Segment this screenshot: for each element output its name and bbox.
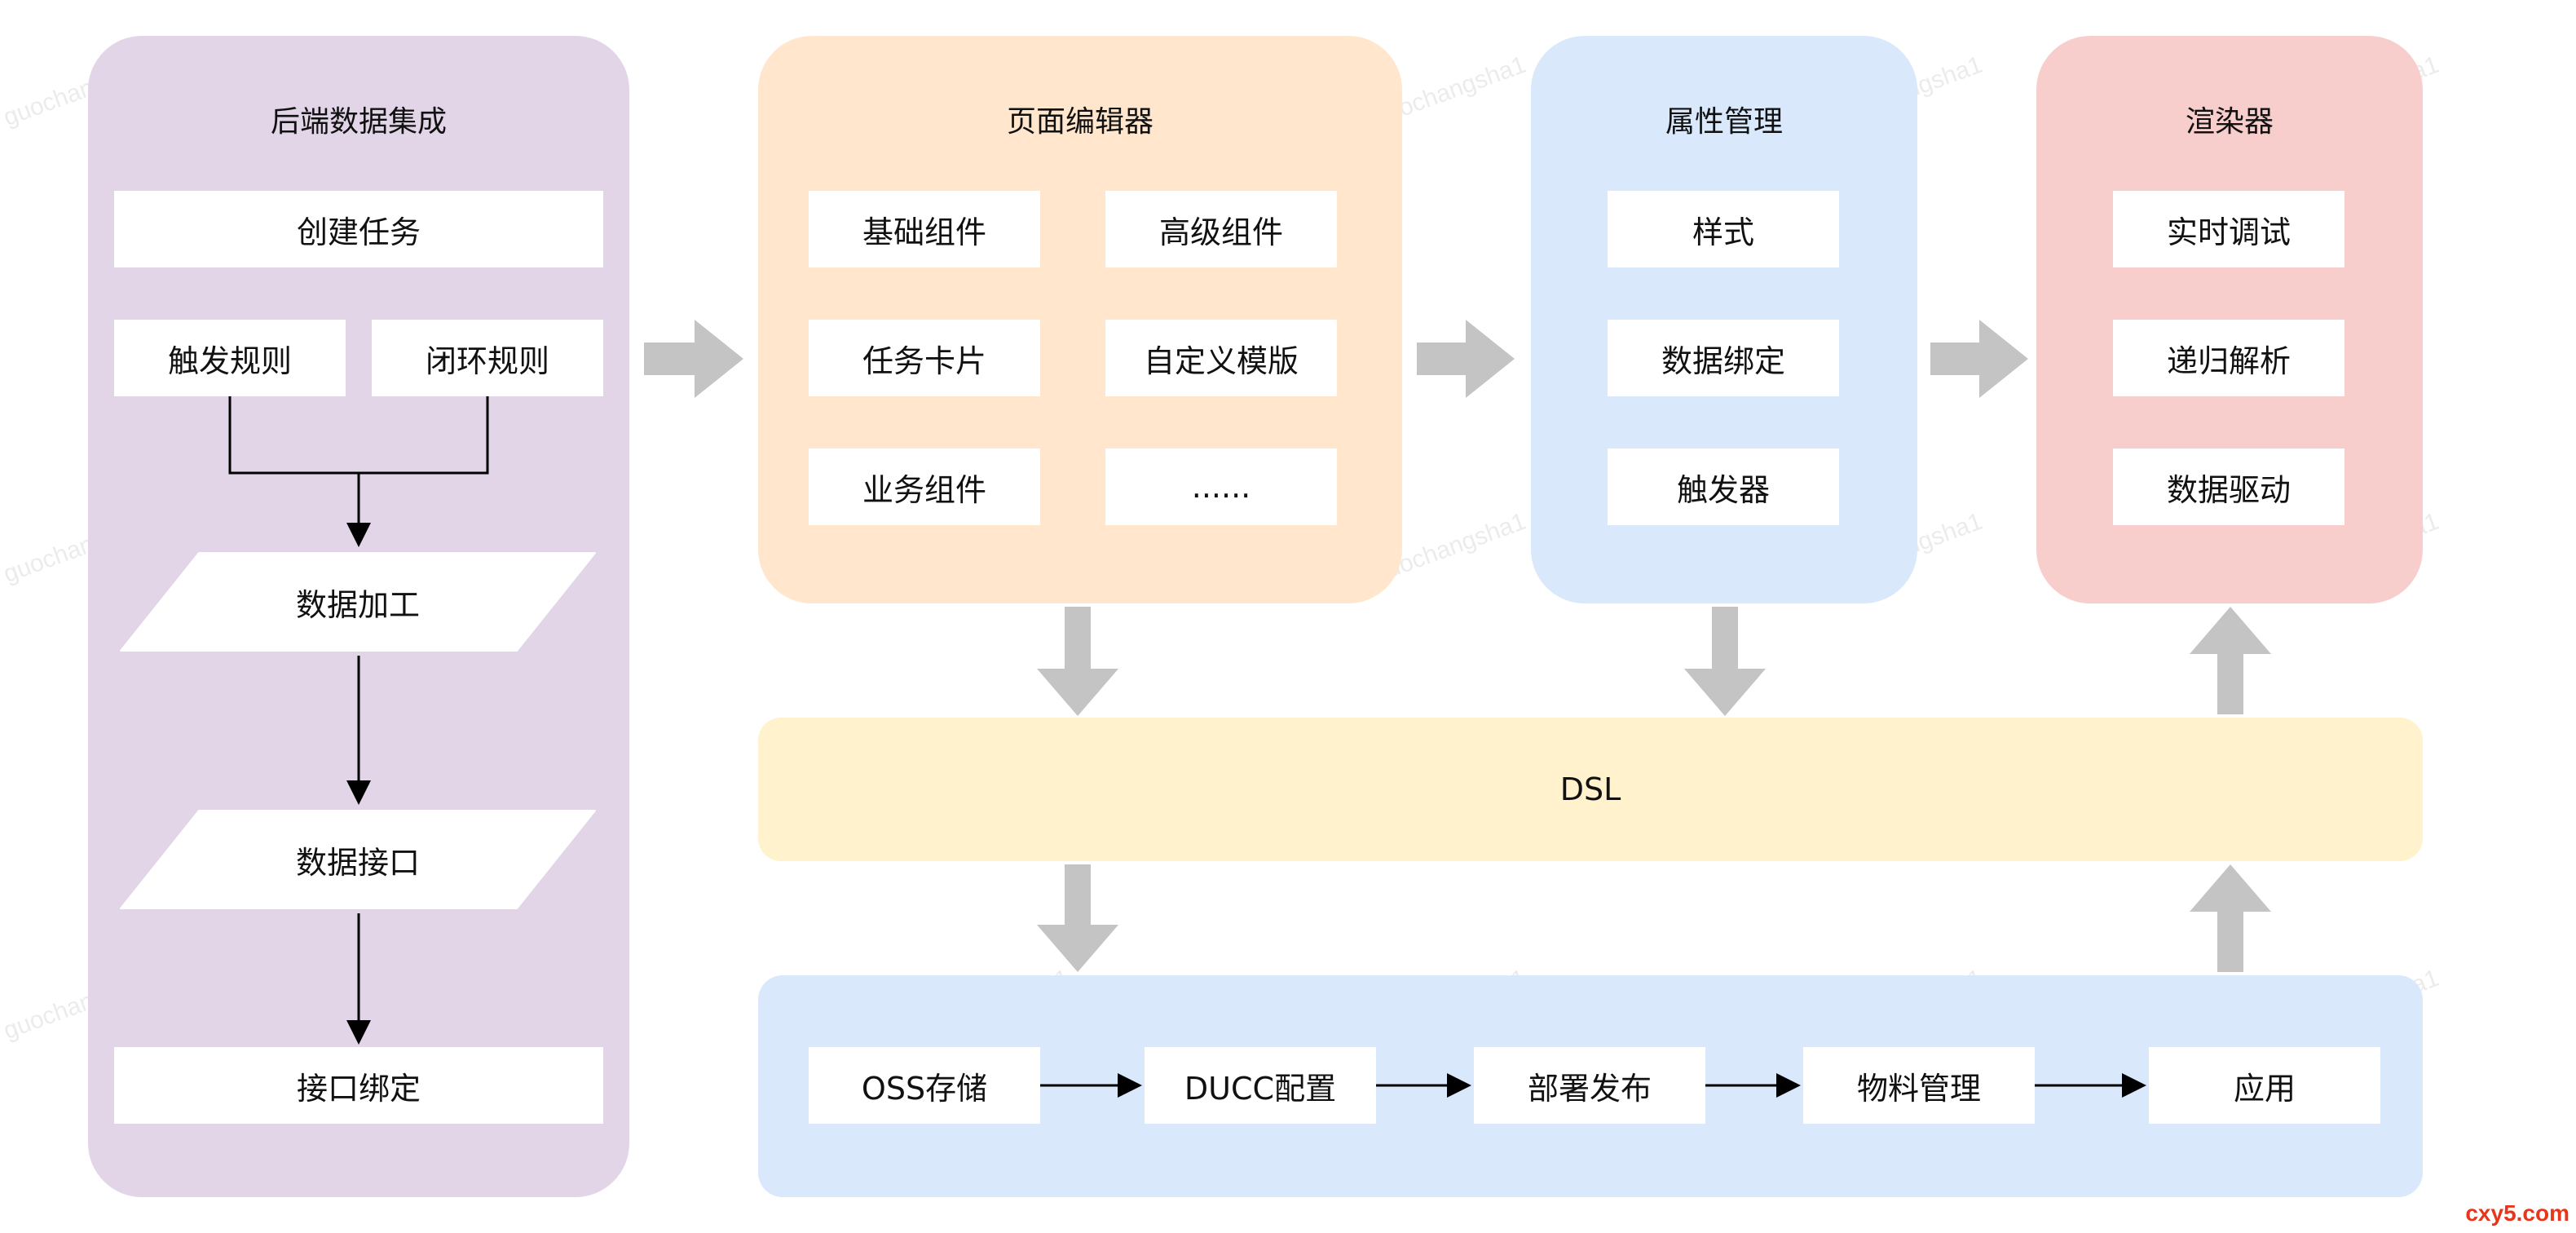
backend-connectors [228, 396, 489, 1045]
property-item-trigger: 触发器 [1608, 449, 1839, 525]
renderer-item-live-debug: 实时调试 [2113, 191, 2344, 267]
deploy-step-oss-storage: OSS存储 [809, 1047, 1040, 1124]
data-interface-parallelogram: 数据接口 [117, 807, 598, 912]
big-arrow-property-to-renderer [1930, 320, 2028, 398]
renderer-item-recursive-parse: 递归解析 [2113, 320, 2344, 396]
dsl-bar: DSL [758, 718, 2423, 861]
big-arrow-dsl-to-renderer [2190, 607, 2271, 714]
trigger-rule-box: 触发规则 [114, 320, 346, 396]
parallelogram-shape [120, 810, 596, 909]
renderer-panel-title: 渲染器 [2185, 105, 2274, 139]
backend-panel-title: 后端数据集成 [270, 105, 447, 139]
editor-item-business-components: 业务组件 [809, 449, 1040, 525]
editor-item-more: ...... [1105, 449, 1337, 525]
renderer-item-data-driven: 数据驱动 [2113, 449, 2344, 525]
editor-item-basic-components: 基础组件 [809, 191, 1040, 267]
site-watermark: cxy5.com [2465, 1200, 2569, 1226]
big-arrow-backend-to-editor [644, 320, 743, 398]
deploy-step-deploy-release: 部署发布 [1474, 1047, 1705, 1124]
big-arrow-property-to-dsl [1684, 607, 1766, 716]
data-processing-label: 数据加工 [295, 586, 420, 623]
big-arrow-editor-to-property [1417, 320, 1515, 398]
property-item-data-binding: 数据绑定 [1608, 320, 1839, 396]
data-interface-label: 数据接口 [295, 844, 420, 881]
property-item-style: 样式 [1608, 191, 1839, 267]
editor-item-task-card: 任务卡片 [809, 320, 1040, 396]
big-arrows [644, 320, 2271, 972]
interface-binding-box: 接口绑定 [114, 1047, 603, 1124]
deploy-step-ducc-config: DUCC配置 [1145, 1047, 1376, 1124]
data-processing-parallelogram: 数据加工 [117, 550, 598, 654]
editor-panel-title: 页面编辑器 [1006, 105, 1153, 139]
editor-item-advanced-components: 高级组件 [1105, 191, 1337, 267]
loop-rule-box: 闭环规则 [372, 320, 603, 396]
big-arrow-deploy-to-dsl [2190, 864, 2271, 972]
create-task-box: 创建任务 [114, 191, 603, 267]
editor-item-custom-template: 自定义模版 [1105, 320, 1337, 396]
property-panel-title: 属性管理 [1665, 105, 1783, 139]
big-arrow-dsl-to-deploy [1037, 864, 1118, 972]
big-arrow-editor-to-dsl [1037, 607, 1118, 716]
parallelogram-shape [120, 552, 596, 652]
deploy-step-material-management: 物料管理 [1803, 1047, 2035, 1124]
deploy-step-application: 应用 [2149, 1047, 2380, 1124]
